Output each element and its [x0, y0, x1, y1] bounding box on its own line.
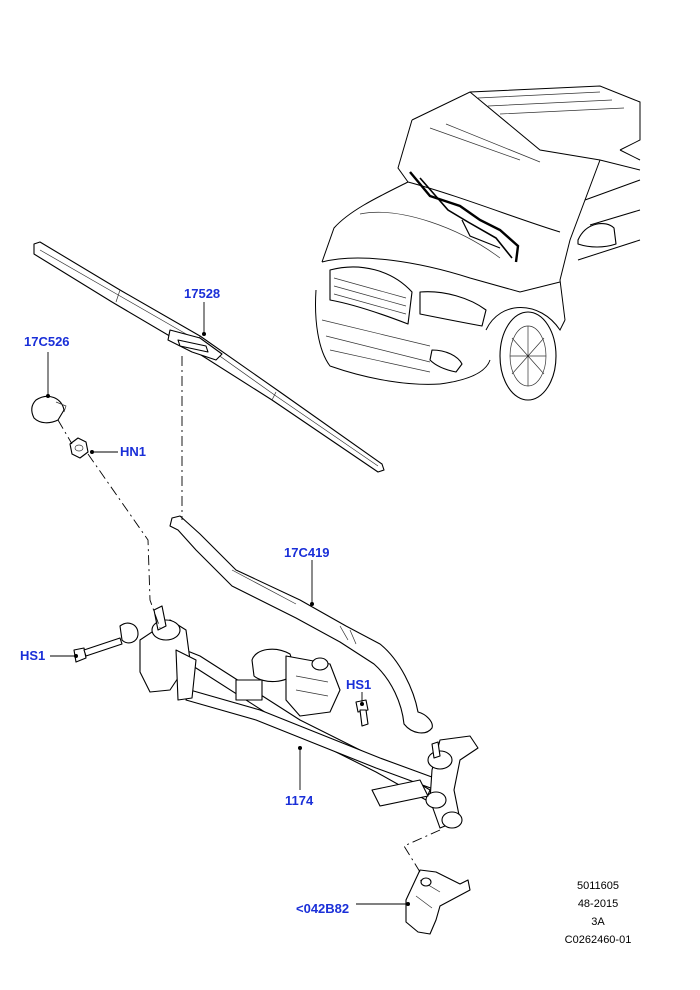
callout-bolt-left: HS1 [20, 648, 46, 663]
nut [69, 437, 89, 459]
reference-line-1: 5011605 [576, 880, 619, 892]
callout-wiper-blade: 17528 [184, 286, 221, 301]
callout-wiper-linkage: 1174 [285, 793, 314, 808]
wiper-linkage [139, 605, 479, 829]
vehicle-illustration [315, 85, 641, 401]
wiper-arm [169, 515, 433, 734]
assembly-line-nut [57, 419, 161, 629]
reference-line-3: 3A [591, 916, 605, 928]
bracket [405, 869, 471, 935]
callout-cover-cap: 17C526 [24, 334, 70, 349]
bolt-left [73, 622, 139, 663]
wiper-blade [33, 241, 385, 473]
reference-line-2: 48-2015 [577, 898, 619, 910]
assembly-line-bracket [403, 829, 441, 873]
callout-bolt-right: HS1 [346, 677, 372, 692]
cover-cap [31, 395, 67, 424]
callout-wiper-arm: 17C419 [284, 545, 330, 560]
callout-bracket: <042B82 [296, 901, 350, 916]
callout-nut: HN1 [120, 444, 147, 459]
reference-line-4: C0262460-01 [564, 934, 632, 946]
